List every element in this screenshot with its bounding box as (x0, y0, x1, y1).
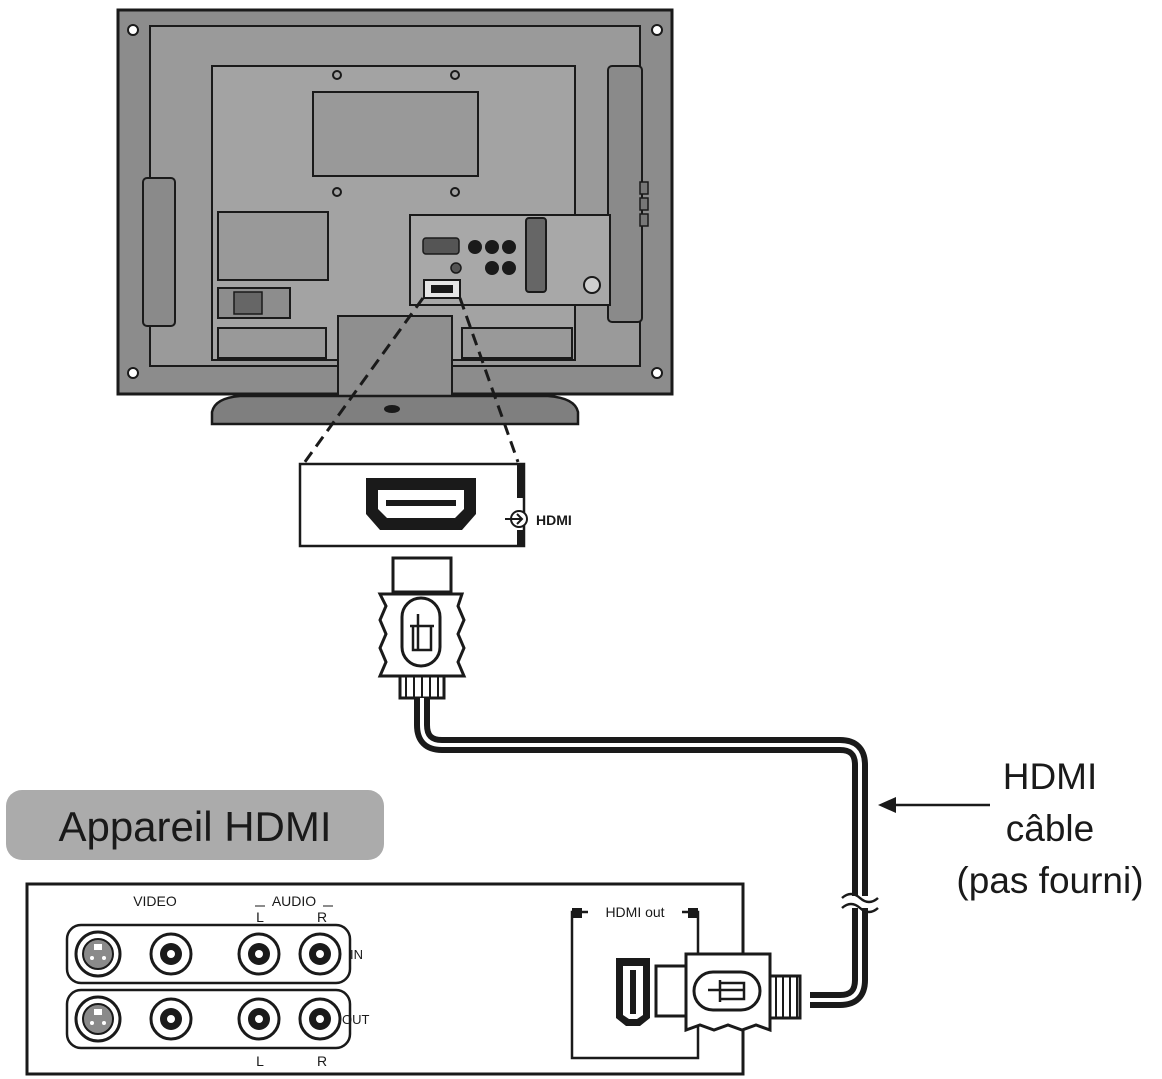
left-side-handle (142, 177, 176, 327)
plug-bottom-neck-ridges (775, 976, 798, 1018)
tv-hdmi-label: HDMI (536, 512, 572, 528)
device-badge-label: Appareil HDMI (58, 803, 331, 850)
tv-hdmi-port-slot (431, 285, 453, 293)
in-svideo-port (74, 930, 122, 978)
right-side-panel (607, 65, 643, 323)
tv-label-plate (312, 91, 479, 177)
hdmi-device: VIDEO AUDIO L R IN OUT (25, 882, 745, 1076)
audio-label: AUDIO (272, 893, 316, 909)
antenna-port (583, 276, 601, 294)
in-video-rca-port (149, 932, 193, 976)
tv-hdmi-zoom-panel: HDMI (298, 462, 572, 548)
scart-port (525, 217, 547, 293)
cable-label-line3: (pas fourni) (956, 860, 1143, 901)
hdmi-cable-highlight (420, 698, 862, 1002)
in-label: IN (350, 947, 363, 962)
tv-back (116, 8, 674, 426)
device-hdmi-port (616, 958, 650, 1026)
plug-bottom-tip (654, 964, 688, 1018)
plug-top-tip (391, 556, 453, 594)
in-row-frame (65, 923, 352, 985)
audio-out-right-label: R (317, 1053, 327, 1069)
tv-hdmi-port-pins (386, 500, 456, 506)
hdmi-out-label-bg (588, 902, 682, 922)
out-audio-right-port (298, 997, 342, 1041)
out-svideo-port (74, 995, 122, 1043)
side-buttons (639, 181, 649, 227)
hdmi-input-icon (505, 510, 528, 528)
tv-corner-screws (127, 24, 663, 379)
cable-callout: HDMI câble (pas fourni) (878, 756, 1144, 901)
callout-arrow-head (878, 797, 896, 813)
hdmi-out-frame-corner-left (572, 908, 582, 918)
vesa-holes (332, 70, 460, 197)
plug-top-logo (410, 614, 434, 652)
plug-top-neck-ridges (405, 676, 439, 698)
out-video-rca-port (149, 997, 193, 1041)
audio-in-right-label: R (317, 909, 327, 925)
plug-bottom-logo (708, 980, 746, 1002)
plug-bottom-neck (768, 974, 802, 1020)
out-label: OUT (342, 1012, 370, 1027)
vga-port (422, 237, 460, 255)
in-audio-left-port (237, 932, 281, 976)
video-label: VIDEO (133, 893, 177, 909)
headphone-port (450, 262, 462, 274)
stand-neck (337, 315, 453, 397)
cable-label-line1: HDMI (1003, 756, 1098, 797)
out-row-frame (65, 988, 352, 1050)
audio-out-left-label: L (256, 1053, 264, 1069)
plug-top-grip (400, 596, 442, 668)
stand-screw (384, 405, 400, 413)
hdmi-plug-bottom (654, 952, 802, 1033)
device-badge: Appareil HDMI (6, 790, 384, 860)
zoom-lines (300, 297, 520, 467)
tv-vent-panel (217, 211, 329, 281)
hdmi-plug-top (377, 556, 467, 700)
out-audio-left-port (237, 997, 281, 1041)
cable-label-line2: câble (1006, 808, 1094, 849)
cable-break-mark (841, 892, 879, 914)
hdmi-out-frame-corner-right (688, 908, 698, 918)
in-audio-right-port (298, 932, 342, 976)
audio-in-left-label: L (256, 909, 264, 925)
lower-left-panel (217, 327, 327, 359)
power-socket (233, 291, 263, 315)
device-badge-bg (6, 790, 384, 860)
rca-ports (468, 240, 516, 275)
hdmi-out-label: HDMI out (605, 904, 664, 920)
